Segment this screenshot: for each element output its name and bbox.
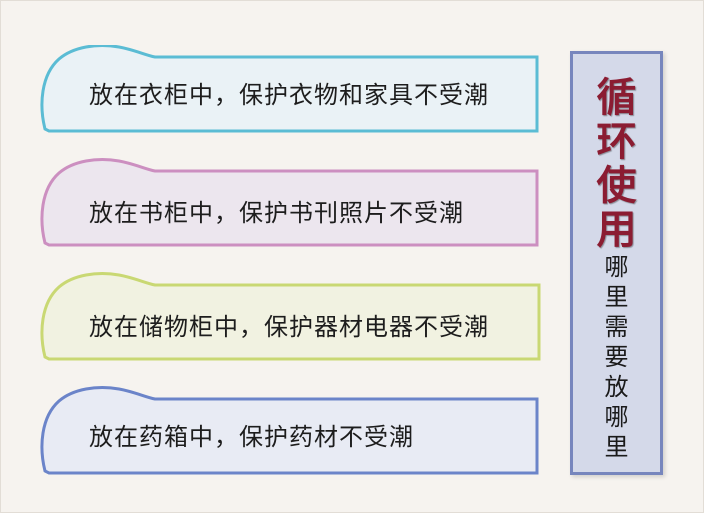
tab-medicine-label: 放在药箱中，保护药材不受潮 (89, 423, 414, 451)
tab-medicine-shape (40, 386, 539, 475)
tab-bookcase: 放在书柜中，保护书刊照片不受潮 (37, 157, 541, 247)
side-panel: 循 环 使 用 哪 里 需 要 放 哪 里 (570, 51, 663, 475)
tab-bookcase-shape (40, 158, 539, 247)
side-subtitle: 哪 里 需 要 放 哪 里 (604, 253, 629, 461)
tab-storage-shape (40, 272, 541, 361)
side-title: 循 环 使 用 (596, 74, 637, 253)
tab-storage-outline (40, 272, 541, 361)
tab-wardrobe-outline (40, 45, 539, 133)
tab-bookcase-outline (40, 158, 539, 247)
tab-bookcase-label: 放在书柜中，保护书刊照片不受潮 (89, 199, 464, 227)
tab-wardrobe: 放在衣柜中，保护衣物和家具不受潮 (37, 45, 541, 133)
tab-medicine: 放在药箱中，保护药材不受潮 (37, 381, 541, 475)
tab-wardrobe-shape (40, 45, 539, 133)
tab-storage: 放在储物柜中，保护器材电器不受潮 (37, 269, 541, 361)
tab-wardrobe-label: 放在衣柜中，保护衣物和家具不受潮 (89, 81, 489, 109)
tab-medicine-outline (40, 386, 539, 475)
tab-storage-label: 放在储物柜中，保护器材电器不受潮 (89, 313, 489, 341)
